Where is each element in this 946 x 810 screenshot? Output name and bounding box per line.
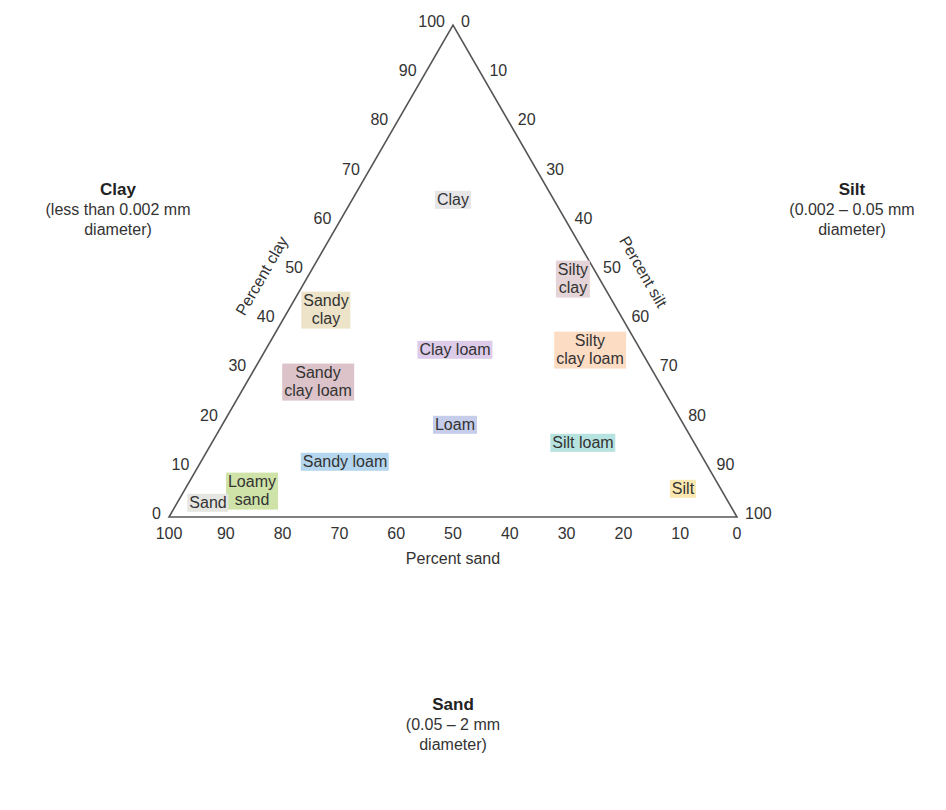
axis-value: 80 <box>370 112 388 130</box>
axis-value: 20 <box>614 525 632 543</box>
region-fill <box>510 222 624 320</box>
axis-title: Percent sand <box>406 550 500 568</box>
particle-caption: Silt(0.002 – 0.05 mm diameter) <box>757 180 946 239</box>
texture-name: Clay loam <box>417 341 492 359</box>
axis-value: 50 <box>285 259 303 277</box>
triangle-outline <box>169 25 737 517</box>
texture-name: Silt <box>670 480 696 498</box>
axis-value: 80 <box>274 525 292 543</box>
axis-value: 50 <box>444 525 462 543</box>
grid-line <box>339 221 566 222</box>
grid-line <box>283 320 397 517</box>
axis-value: 70 <box>660 358 678 376</box>
particle-size: (0.002 – 0.05 mm diameter) <box>757 200 946 238</box>
axis-value: 100 <box>745 505 772 523</box>
grid-line <box>396 123 510 124</box>
particle-caption: Clay(less than 0.002 mm diameter) <box>28 180 208 239</box>
particle-size: (0.05 – 2 mm diameter) <box>153 715 753 753</box>
axis-value: 100 <box>418 13 445 31</box>
axis-value: 10 <box>172 456 190 474</box>
grid-line <box>425 74 681 517</box>
texture-name: Sandy clay loam <box>282 364 354 401</box>
axis-value: 60 <box>387 525 405 543</box>
grid-line <box>623 419 680 517</box>
texture-name: Sand <box>187 494 228 512</box>
texture-region: Clay loam <box>368 320 546 381</box>
axis-value: 0 <box>152 505 161 523</box>
axis-value: 10 <box>671 525 689 543</box>
axis-value: 60 <box>314 210 332 228</box>
axis-value: 20 <box>200 407 218 425</box>
particle-circle <box>113 248 123 258</box>
axis-value: 40 <box>575 210 593 228</box>
axis-title: Percent clay <box>232 233 291 318</box>
axis-value: 30 <box>558 525 576 543</box>
particle-figure: Silt(0.002 – 0.05 mm diameter) <box>757 180 946 415</box>
grid-line <box>368 173 567 517</box>
axis-value: 10 <box>489 62 507 80</box>
particle-figure: Clay(less than 0.002 mm diameter) <box>28 180 208 270</box>
particle-name: Clay <box>28 180 208 200</box>
axis-value: 0 <box>461 13 470 31</box>
texture-name: Silty clay loam <box>554 332 626 369</box>
texture-region: Silty clay loam <box>510 320 659 381</box>
grid-line <box>311 270 595 271</box>
texture-region: Silt loam <box>453 382 703 517</box>
grid-line <box>339 222 509 517</box>
region-fill <box>268 246 382 344</box>
region-fill <box>226 345 403 419</box>
axis-value: 100 <box>156 525 183 543</box>
axis-value: 80 <box>688 407 706 425</box>
axis-value: 60 <box>631 308 649 326</box>
texture-region: Clay <box>325 25 566 320</box>
axis-value: 70 <box>330 525 348 543</box>
particle-circle <box>153 595 753 810</box>
axis-value: 70 <box>342 161 360 179</box>
region-fill <box>368 320 545 381</box>
region-fill <box>385 382 531 483</box>
texture-name: Silt loam <box>550 434 615 452</box>
texture-name: Loamy sand <box>226 473 278 510</box>
particle-size: (less than 0.002 mm diameter) <box>28 200 208 238</box>
axis-value: 30 <box>228 358 246 376</box>
region-shape <box>325 25 566 320</box>
axis-value: 90 <box>399 62 417 80</box>
region-fill <box>212 419 473 517</box>
grid-line <box>453 271 595 517</box>
grid-lines <box>197 74 708 517</box>
region-fill <box>510 320 659 381</box>
particle-circle <box>764 234 940 410</box>
texture-name: Sandy clay <box>301 292 350 329</box>
texture-region: Loam <box>385 382 531 483</box>
particle-caption: Sand(0.05 – 2 mm diameter) <box>153 695 753 754</box>
texture-name: Clay <box>435 191 471 209</box>
texture-region: Sandy clay loam <box>226 345 404 419</box>
axis-value: 90 <box>217 525 235 543</box>
axis-value: 40 <box>257 308 275 326</box>
axis-value: 40 <box>501 525 519 543</box>
axis-title: Percent silt <box>616 233 671 310</box>
particle-name: Silt <box>757 180 946 200</box>
texture-name: Silty clay <box>556 261 590 298</box>
particle-name: Sand <box>153 695 753 715</box>
axis-value: 30 <box>546 161 564 179</box>
texture-name: Sandy loam <box>301 453 390 471</box>
axis-value: 0 <box>733 525 742 543</box>
grid-line <box>396 222 566 517</box>
grid-line <box>226 74 482 517</box>
region-fill <box>169 468 254 517</box>
grid-line <box>197 467 708 468</box>
grid-line <box>368 172 538 173</box>
axis-value: 90 <box>717 456 735 474</box>
axis-value: 50 <box>603 259 621 277</box>
particle-figure: Sand(0.05 – 2 mm diameter) <box>153 595 753 810</box>
region-fill <box>325 25 566 320</box>
region-fill <box>453 382 703 517</box>
grid-line <box>425 74 482 75</box>
grid-line <box>226 419 283 517</box>
texture-name: Loam <box>433 416 477 434</box>
axis-value: 20 <box>518 112 536 130</box>
